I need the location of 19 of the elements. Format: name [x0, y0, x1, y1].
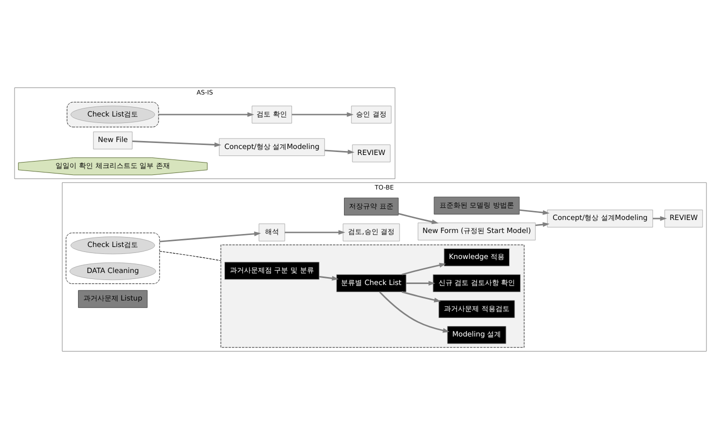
- cluster: [66, 232, 160, 284]
- arrow: [160, 231, 261, 242]
- arrow: [402, 290, 441, 302]
- arrow: [132, 140, 222, 147]
- arrow: [379, 290, 450, 332]
- arrow: [406, 280, 436, 286]
- cluster: [220, 244, 524, 348]
- arrow: [319, 275, 339, 280]
- arrow: [292, 112, 354, 116]
- arrow: [284, 230, 346, 234]
- cluster: [66, 101, 159, 127]
- arrow: [519, 208, 550, 214]
- connector: [159, 250, 222, 260]
- arrow: [324, 149, 354, 154]
- arrow: [158, 112, 254, 116]
- arrow: [402, 262, 446, 275]
- arrow: [652, 216, 667, 220]
- arrow: [398, 212, 439, 224]
- arrow: [535, 222, 550, 226]
